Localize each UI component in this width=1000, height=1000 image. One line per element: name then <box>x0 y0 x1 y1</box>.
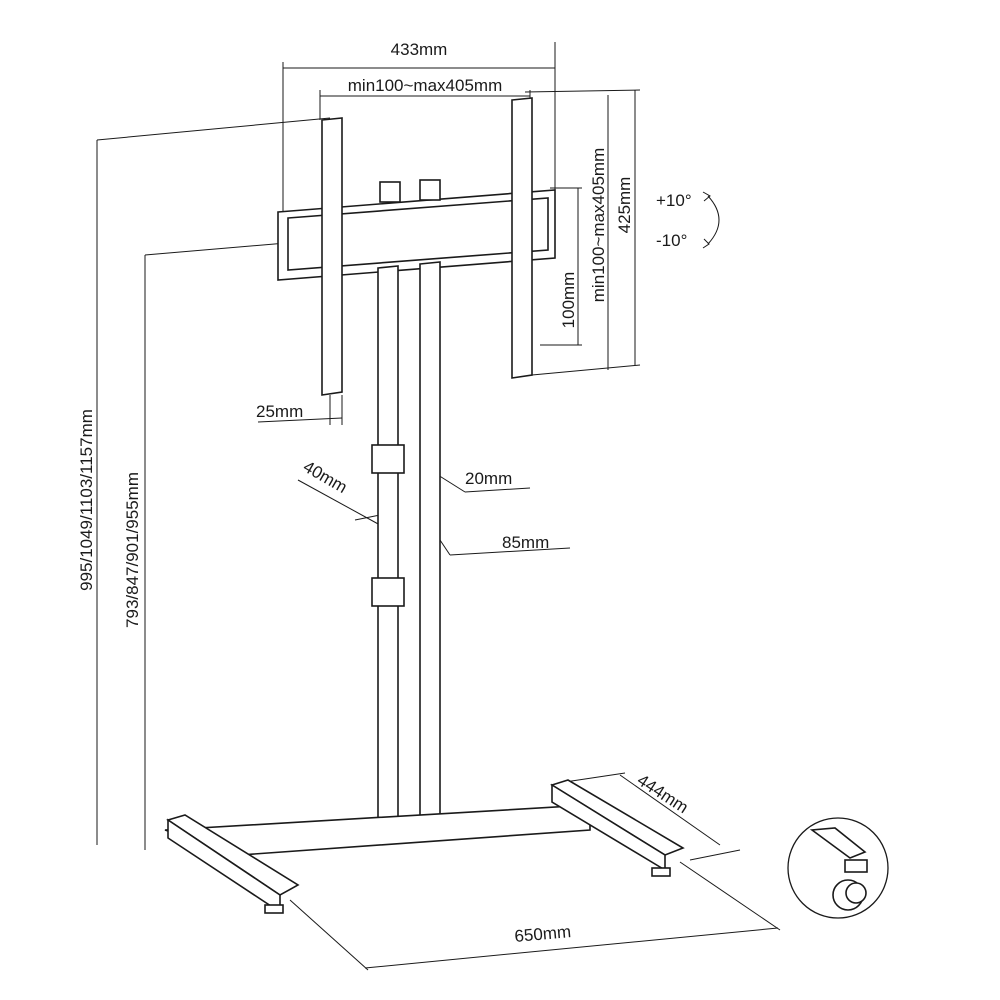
label-tilt-up: +10° <box>656 191 692 210</box>
label-column-width: 40mm <box>300 457 350 497</box>
label-wall-gap: 25mm <box>256 402 303 421</box>
label-column-depth: 20mm <box>465 469 512 488</box>
tv-bracket <box>277 97 556 396</box>
label-base-depth: 444mm <box>634 770 692 817</box>
stand-base <box>164 779 685 914</box>
label-tilt-down: -10° <box>656 231 687 250</box>
label-total-height: 995/1049/1103/1157mm <box>77 409 96 591</box>
label-center-height: 793/847/901/955mm <box>123 472 142 628</box>
label-vesa-min: 100mm <box>559 272 578 329</box>
label-vesa-horizontal: min100~max405mm <box>348 76 503 95</box>
stand-columns <box>371 261 441 833</box>
label-base-width: 650mm <box>514 922 572 946</box>
label-bracket-height: 425mm <box>615 177 634 234</box>
label-vesa-vertical: min100~max405mm <box>589 148 608 303</box>
label-overall-width: 433mm <box>391 40 448 59</box>
label-column-pair-width: 85mm <box>502 533 549 552</box>
caster-detail-inset <box>787 817 889 919</box>
